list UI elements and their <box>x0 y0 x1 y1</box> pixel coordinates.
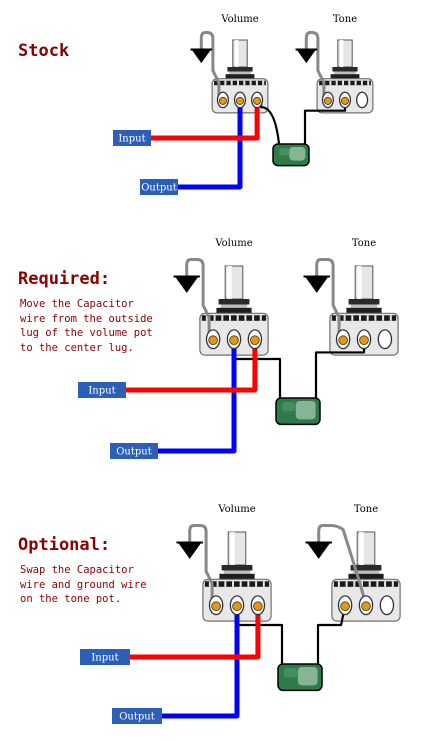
ground-symbol-icon <box>303 275 330 293</box>
ground-symbol-icon <box>190 48 213 64</box>
output-wire <box>158 339 237 454</box>
stock-wires <box>151 31 347 190</box>
tone-ground-wire <box>317 524 368 606</box>
required-output-label-text: Output <box>116 447 152 458</box>
optional-volume-lug-1 <box>208 595 224 616</box>
ground-symbol-icon <box>173 275 200 293</box>
volume-ground-wire <box>188 524 214 606</box>
tone-ground-wire <box>315 258 341 340</box>
stock-volume-label: Volume <box>220 14 258 25</box>
optional-tone-lug-3 <box>379 595 395 616</box>
stock-volume-lug-2 <box>233 91 247 109</box>
optional-input-label: Input <box>80 649 130 665</box>
optional-output-label: Output <box>112 708 162 724</box>
required-tone-lug-3 <box>377 329 393 350</box>
required-volume-lug-3 <box>247 329 263 350</box>
optional-heading: Optional: <box>18 535 111 555</box>
stock-volume-lug-3 <box>251 91 264 109</box>
stock-output-label-text: Output <box>141 183 177 194</box>
stock-tone-lug-3 <box>356 91 369 109</box>
stock-input-label: Input <box>113 130 151 146</box>
volume-ground-wire <box>185 258 211 340</box>
required-input-label: Input <box>78 382 126 398</box>
ground-symbol-icon <box>295 48 318 64</box>
optional-volume-label: Volume <box>217 504 255 515</box>
input-wire <box>126 339 258 393</box>
optional-tone-lug-1 <box>337 595 353 616</box>
stock-output-label: Output <box>140 179 178 195</box>
optional-volume-lug-2 <box>229 595 245 616</box>
required-tone-lug-2 <box>356 329 372 350</box>
stock-volume-lug-1 <box>216 91 229 109</box>
required-volume-label: Volume <box>214 238 252 249</box>
required-input-label-text: Input <box>88 386 115 397</box>
optional-wires <box>130 524 368 719</box>
output-wire <box>178 99 243 190</box>
capacitor <box>277 663 323 692</box>
required-tone-lug-1 <box>335 329 351 350</box>
stock-tone-lug-1 <box>321 91 334 109</box>
required-wires <box>126 258 366 454</box>
required-heading: Required: <box>18 269 111 289</box>
ground-symbol-icon <box>305 541 332 559</box>
stock-tone-label: Tone <box>333 14 357 25</box>
optional-tone-lug-2 <box>358 595 374 616</box>
required-volume-lug-1 <box>205 329 221 350</box>
capacitor <box>272 143 310 167</box>
required-note: Move the Capacitor wire from the outside… <box>20 298 153 354</box>
capacitor-tone-wire <box>316 604 347 664</box>
optional-input-label-text: Input <box>91 653 118 664</box>
stock-heading: Stock <box>18 41 70 61</box>
required-tone-label: Tone <box>352 238 376 249</box>
volume-ground-wire <box>199 31 221 100</box>
capacitor-volume-wire <box>260 99 281 145</box>
input-wire <box>151 99 260 141</box>
capacitor <box>275 397 321 426</box>
optional-volume-lug-3 <box>250 595 266 616</box>
required-volume-lug-2 <box>226 329 242 350</box>
input-wire <box>130 605 261 660</box>
optional-output-label-text: Output <box>119 712 155 723</box>
ground-symbol-icon <box>176 541 203 559</box>
output-wire <box>162 605 240 719</box>
tone-ground-wire <box>304 31 326 100</box>
stock-input-label-text: Input <box>118 134 145 145</box>
required-output-label: Output <box>110 443 158 459</box>
optional-note: Swap the Capacitor wire and ground wire … <box>20 564 147 605</box>
stock-tone-lug-2 <box>338 91 352 109</box>
optional-tone-label: Tone <box>354 504 378 515</box>
